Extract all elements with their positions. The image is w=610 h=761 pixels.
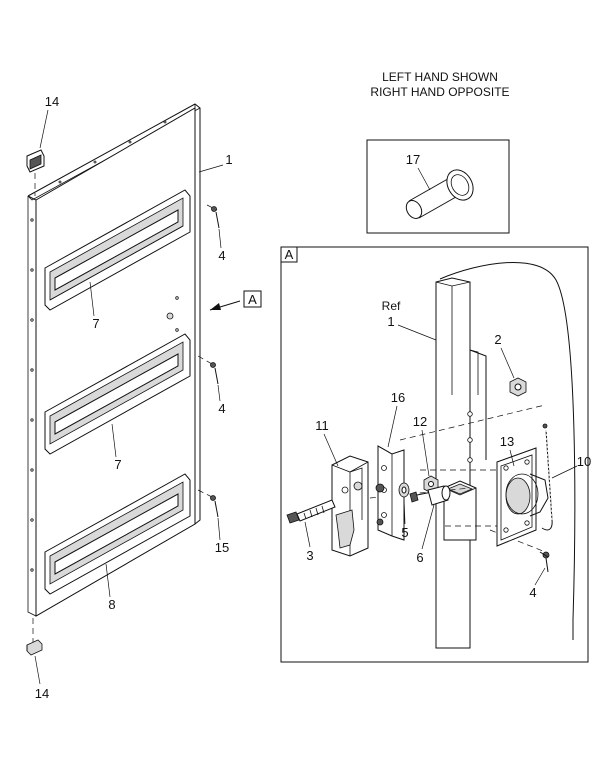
door-assembly: A — [26, 103, 262, 656]
callout-1: 1 — [225, 152, 232, 167]
detail-a-frame — [280, 246, 589, 663]
callout-4-top: 4 — [218, 248, 225, 263]
bumper-14-top — [26, 149, 45, 196]
callout-7-top: 7 — [92, 316, 99, 331]
callout-14-top: 14 — [45, 94, 59, 109]
cable-10 — [541, 423, 553, 531]
callout-4-middle: 4 — [218, 401, 225, 416]
screw-4-top — [206, 204, 220, 229]
striker-6 — [409, 485, 451, 506]
handle-7-middle — [44, 333, 191, 455]
ref-word: Ref — [382, 299, 401, 313]
detail-a-tag — [243, 290, 262, 308]
edge-holes — [30, 120, 167, 572]
latch-access-holes — [166, 296, 179, 332]
callout-14-bottom: 14 — [35, 686, 49, 701]
nut-2 — [509, 377, 527, 397]
plate-16 — [377, 445, 405, 541]
callout-A: A — [248, 292, 257, 307]
callout-7-middle: 7 — [114, 457, 121, 472]
callout-2: 2 — [494, 332, 501, 347]
handle-7-top — [44, 189, 191, 311]
note-line-2: RIGHT HAND OPPOSITE — [370, 85, 509, 99]
screw-4-middle — [197, 355, 219, 385]
callout-13: 13 — [500, 434, 514, 449]
callout-17: 17 — [406, 152, 420, 167]
washer-5 — [398, 482, 410, 498]
bolt-3 — [286, 499, 336, 524]
pin-part-17 — [405, 169, 474, 219]
callout-3: 3 — [306, 548, 313, 563]
screw-15 — [197, 489, 219, 518]
callout-4-detail: 4 — [529, 585, 536, 600]
callout-6: 6 — [416, 550, 423, 565]
callout-12: 12 — [413, 414, 427, 429]
screw-4-detail — [539, 551, 550, 573]
post-ref-1 — [435, 277, 487, 649]
note-line-1: LEFT HAND SHOWN — [382, 70, 498, 84]
callout-16: 16 — [391, 390, 405, 405]
detail-a-label: A — [285, 247, 294, 262]
callout-10: 10 — [577, 454, 591, 469]
handle-assembly-13 — [496, 447, 549, 547]
detail-a: A 2 Ref 1 — [280, 246, 591, 663]
callout-5: 5 — [401, 525, 408, 540]
ref-number: 1 — [387, 314, 394, 329]
latch-11 — [331, 455, 385, 557]
handle-8-bottom — [44, 473, 191, 595]
pin-inset: 17 — [366, 139, 510, 234]
callout-15: 15 — [215, 540, 229, 555]
bumper-14-bottom — [26, 618, 43, 656]
callout-11: 11 — [315, 418, 329, 433]
callout-8: 8 — [108, 597, 115, 612]
detail-a-pointer: A — [209, 290, 262, 311]
